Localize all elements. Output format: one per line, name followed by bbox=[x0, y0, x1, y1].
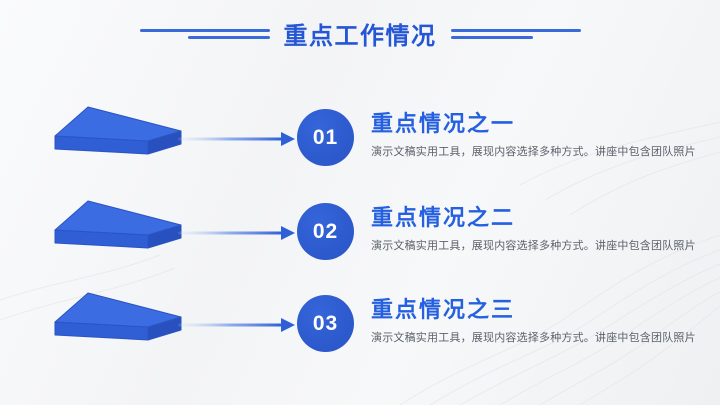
title-decor-lines-left bbox=[139, 28, 270, 39]
decor-line bbox=[187, 35, 270, 39]
arrow-right-icon bbox=[178, 318, 295, 332]
decor-line bbox=[450, 28, 581, 32]
item-heading: 重点情况之二 bbox=[371, 205, 516, 230]
list-item: 01 重点情况之一 演示文稿实用工具，展现内容选择多种方式。讲座中包含团队照片 bbox=[54, 104, 704, 170]
step-number: 02 bbox=[312, 219, 339, 243]
list-item: 03 重点情况之三 演示文稿实用工具，展现内容选择多种方式。讲座中包含团队照片 bbox=[54, 290, 704, 356]
decor-line bbox=[139, 28, 270, 32]
decor-line bbox=[450, 35, 533, 39]
item-heading: 重点情况之三 bbox=[371, 297, 516, 322]
list-item: 02 重点情况之二 演示文稿实用工具，展现内容选择多种方式。讲座中包含团队照片 bbox=[54, 198, 704, 264]
step-number: 01 bbox=[312, 125, 339, 149]
title-decor-lines-right bbox=[450, 28, 581, 39]
step-number-badge: 01 bbox=[297, 109, 354, 166]
item-text: 重点情况之二 演示文稿实用工具，展现内容选择多种方式。讲座中包含团队照片 bbox=[371, 204, 696, 254]
arrow-right-icon bbox=[178, 132, 295, 146]
3d-platform-icon bbox=[54, 106, 182, 155]
item-description: 演示文稿实用工具，展现内容选择多种方式。讲座中包含团队照片 bbox=[371, 240, 696, 252]
item-description: 演示文稿实用工具，展现内容选择多种方式。讲座中包含团队照片 bbox=[371, 332, 696, 344]
step-number-badge: 03 bbox=[297, 295, 354, 352]
item-heading: 重点情况之一 bbox=[371, 111, 516, 136]
item-description: 演示文稿实用工具，展现内容选择多种方式。讲座中包含团队照片 bbox=[371, 146, 696, 158]
3d-platform-icon bbox=[54, 292, 182, 341]
item-text: 重点情况之三 演示文稿实用工具，展现内容选择多种方式。讲座中包含团队照片 bbox=[371, 296, 696, 346]
step-number: 03 bbox=[312, 311, 339, 335]
slide-header: 重点工作情况 bbox=[0, 16, 720, 51]
3d-platform-icon bbox=[54, 200, 182, 249]
item-text: 重点情况之一 演示文稿实用工具，展现内容选择多种方式。讲座中包含团队照片 bbox=[371, 110, 696, 160]
arrow-right-icon bbox=[178, 226, 295, 240]
step-number-badge: 02 bbox=[297, 203, 354, 260]
slide-title: 重点工作情况 bbox=[283, 23, 437, 50]
